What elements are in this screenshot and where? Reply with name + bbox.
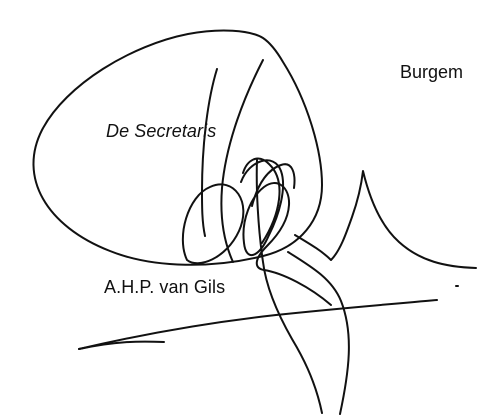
signature-stroke bbox=[287, 251, 350, 415]
signature-stroke bbox=[201, 68, 218, 237]
signature-stroke bbox=[181, 183, 245, 265]
right-column-title: Burgem bbox=[400, 62, 464, 82]
secretary-name: A.H.P. van Gils bbox=[104, 277, 226, 297]
signature-stroke bbox=[78, 299, 438, 350]
signature-stroke bbox=[240, 159, 332, 306]
signature-stroke bbox=[242, 157, 281, 244]
signature-stroke bbox=[294, 170, 477, 269]
secretary-title: De Secretaris bbox=[106, 121, 217, 141]
signature-stroke bbox=[220, 59, 264, 263]
signature-stroke bbox=[32, 29, 323, 266]
signature-stroke bbox=[78, 340, 165, 350]
signature-stroke bbox=[255, 159, 323, 414]
signature-stroke bbox=[251, 163, 296, 207]
